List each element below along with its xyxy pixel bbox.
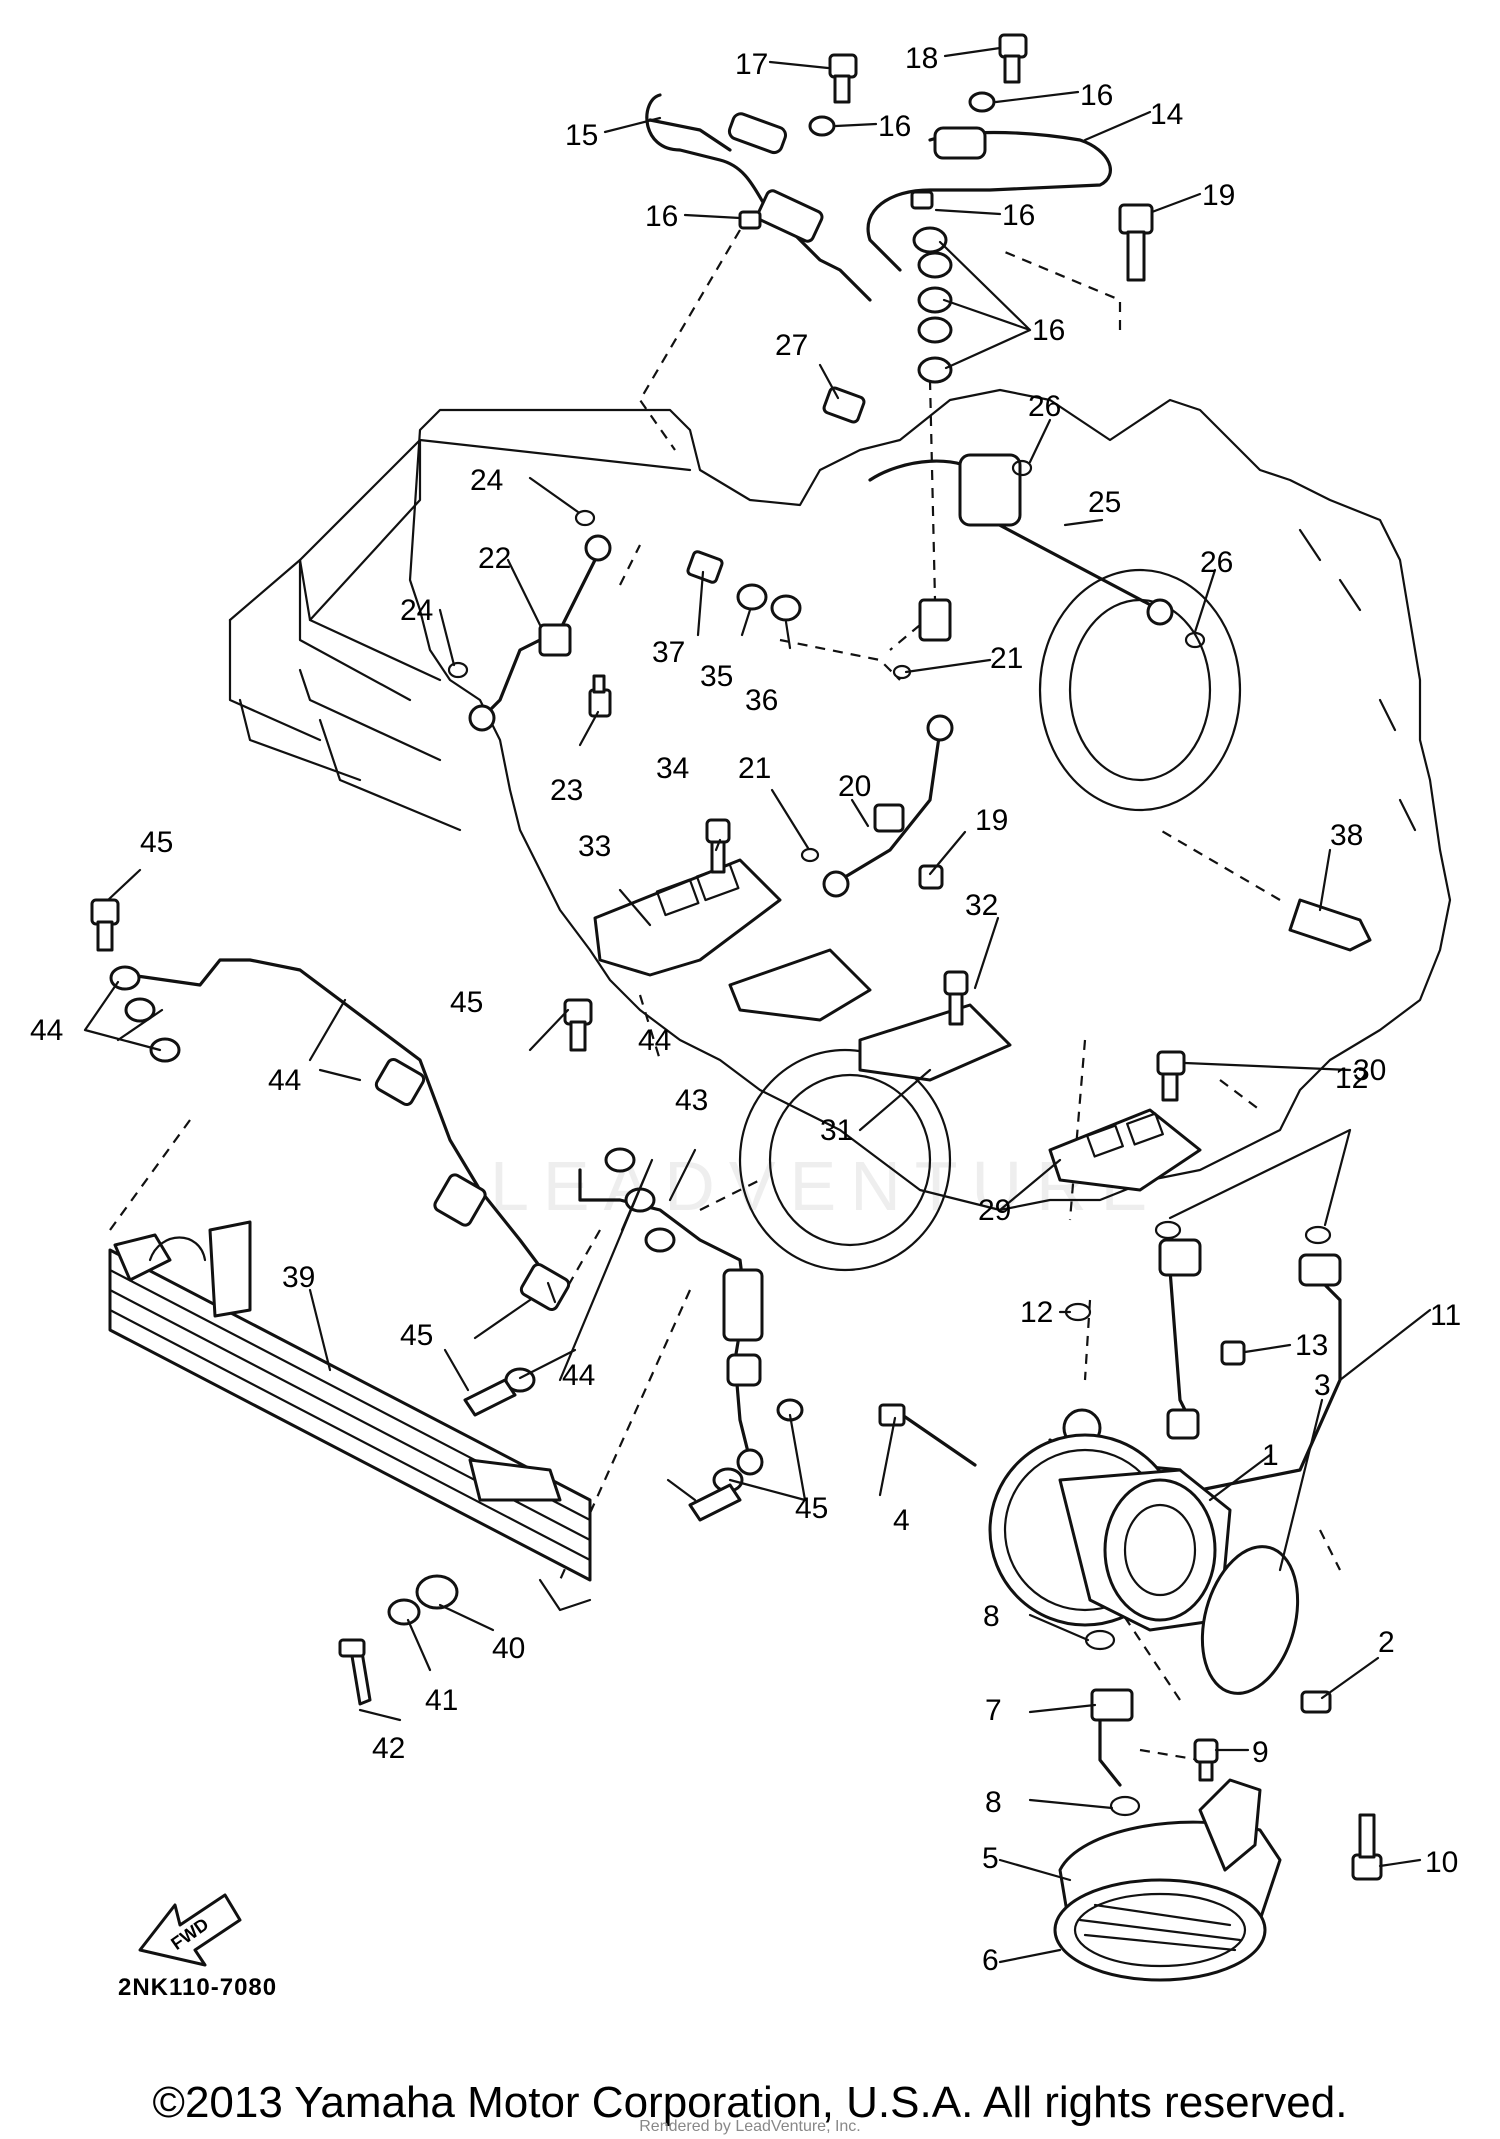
callout-41: 42 xyxy=(372,1732,405,1765)
callout-20: 19 xyxy=(975,804,1008,837)
callout-21: 21 xyxy=(738,752,771,785)
callout-12: 12 xyxy=(1335,1062,1368,1095)
callout-30: 31 xyxy=(820,1114,853,1147)
callout-19: 20 xyxy=(838,770,871,803)
callout-44: 44 xyxy=(30,1014,63,1047)
fwd-direction-arrow: FWD xyxy=(138,1893,242,1967)
callout-12: 12 xyxy=(1020,1296,1053,1329)
callout-35: 36 xyxy=(745,684,778,717)
callout-34: 35 xyxy=(700,660,733,693)
callout-16: 16 xyxy=(1032,314,1065,347)
callout-5: 5 xyxy=(982,1842,999,1875)
callout-numbers: 17 18 16 16 14 15 16 16 19 16 27 26 25 2… xyxy=(30,42,1461,1977)
callout-43: 44 xyxy=(268,1064,301,1097)
callout-leaders xyxy=(83,46,1432,1964)
callout-3: 3 xyxy=(1314,1369,1331,1402)
callout-14: 14 xyxy=(1150,98,1183,131)
oil-pump-assembly xyxy=(878,1220,1383,1982)
callout-36: 37 xyxy=(652,636,685,669)
callout-44: 44 xyxy=(562,1359,595,1392)
copyright-notice: ©2013 Yamaha Motor Corporation, U.S.A. A… xyxy=(152,2078,1348,2127)
callout-16: 16 xyxy=(1002,199,1035,232)
callout-15: 15 xyxy=(565,119,598,152)
callout-22: 22 xyxy=(478,542,511,575)
callout-37: 38 xyxy=(1330,819,1363,852)
callout-40: 41 xyxy=(425,1684,458,1717)
callout-29: 30 xyxy=(1353,1054,1386,1087)
callout-4: 4 xyxy=(893,1504,910,1537)
rendered-by-notice: Rendered by LeadVenture, Inc. xyxy=(639,2118,861,2135)
callout-26: 26 xyxy=(1028,390,1061,423)
callout-13: 13 xyxy=(1295,1329,1328,1362)
callout-7: 7 xyxy=(985,1694,1002,1727)
callout-8: 8 xyxy=(985,1786,1002,1819)
callout-45: 45 xyxy=(450,986,483,1019)
callout-23: 23 xyxy=(550,774,583,807)
callout-17: 18 xyxy=(905,42,938,75)
callout-33: 34 xyxy=(656,752,689,785)
callout-21: 21 xyxy=(990,642,1023,675)
callout-45: 45 xyxy=(400,1319,433,1352)
callout-16: 16 xyxy=(878,110,911,143)
callout-24: 24 xyxy=(400,594,433,627)
callout-44: 44 xyxy=(638,1024,671,1057)
callout-18: 19 xyxy=(1202,179,1235,212)
callout-2: 2 xyxy=(1378,1626,1395,1659)
callout-8: 8 xyxy=(983,1600,1000,1633)
watermark: LEADVENTURE xyxy=(490,1147,1161,1225)
callout-6: 6 xyxy=(982,1944,999,1977)
oil-cooler-assembly xyxy=(90,898,804,1706)
callout-27: 27 xyxy=(775,329,808,362)
callout-28: 29 xyxy=(978,1194,1011,1227)
hose-assembly-top xyxy=(645,33,1154,384)
callout-31: 32 xyxy=(965,889,998,922)
callout-45: 45 xyxy=(140,826,173,859)
callout-32: 33 xyxy=(578,830,611,863)
callout-16: 16 xyxy=(645,200,678,233)
baffle-plates xyxy=(593,818,1202,1192)
callout-10: 10 xyxy=(1425,1846,1458,1879)
callout-1: 1 xyxy=(1262,1439,1279,1472)
callout-9: 9 xyxy=(1252,1736,1269,1769)
callout-38: 39 xyxy=(282,1261,315,1294)
callout-39: 40 xyxy=(492,1632,525,1665)
diagram-code: 2NK110-7080 xyxy=(118,1974,277,2001)
engine-crankcase xyxy=(228,388,1452,1272)
callout-24: 24 xyxy=(470,464,503,497)
callout-11: 11 xyxy=(1430,1299,1461,1332)
callout-16: 16 xyxy=(1080,79,1113,112)
assembly-lines xyxy=(109,229,1341,1762)
oil-pipes-crankcase xyxy=(447,386,1372,952)
callout-42: 43 xyxy=(675,1084,708,1117)
callout-44: 45 xyxy=(795,1492,828,1525)
callout-26: 26 xyxy=(1200,546,1233,579)
callout-25: 25 xyxy=(1088,486,1121,519)
callout-17: 17 xyxy=(735,48,768,81)
